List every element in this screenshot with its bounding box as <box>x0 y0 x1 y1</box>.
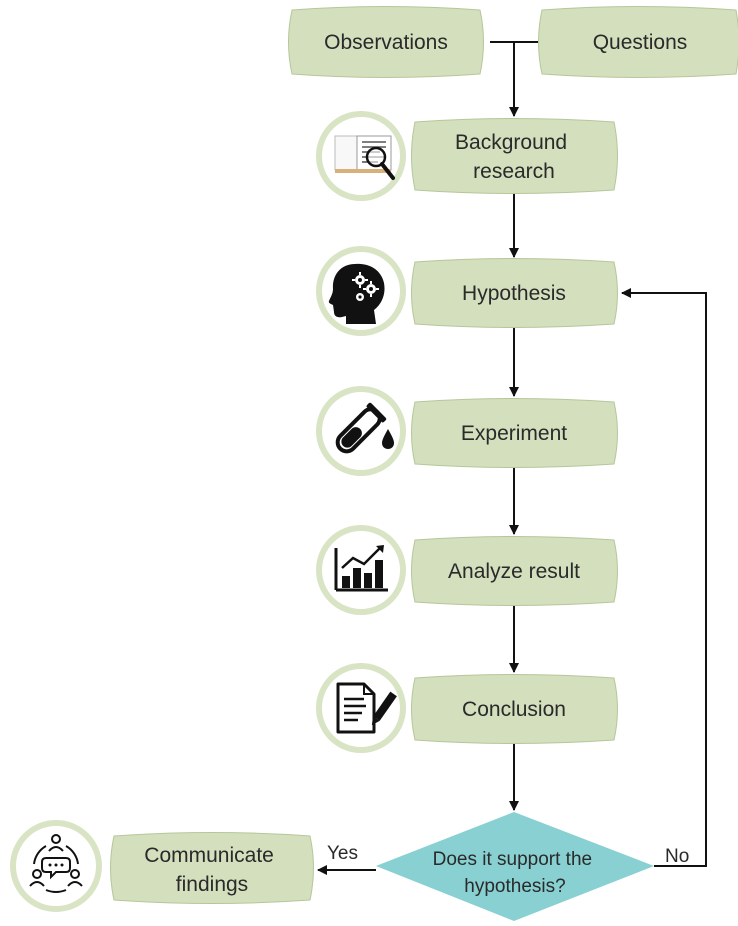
questions-label: Questions <box>593 31 688 54</box>
background-research-line1: Background <box>455 131 567 154</box>
observations-box-shape <box>288 6 484 78</box>
conclusion-box-shape <box>411 674 618 744</box>
yes-label: Yes <box>327 843 358 864</box>
background-research-label: Background research <box>455 131 573 183</box>
communicate-line2: findings <box>176 873 248 896</box>
decision-question-line1: Does it support the <box>433 849 592 870</box>
experiment-box: Experiment <box>411 398 618 468</box>
connectors <box>317 41 707 875</box>
decision-question-line2: hypothesis? <box>464 876 565 897</box>
hypothesis-box: Hypothesis <box>411 258 618 328</box>
conclusion-box: Conclusion <box>411 674 618 744</box>
decision-diamond: Does it support the hypothesis? <box>376 812 654 921</box>
decision-question: Does it support the hypothesis? <box>433 849 598 897</box>
people-discussion-icon <box>10 820 102 912</box>
communicate-label: Communicate findings <box>144 844 279 896</box>
magnifier-document-icon <box>316 111 406 201</box>
bar-chart-trend-icon <box>316 525 406 615</box>
document-pen-icon <box>316 663 406 753</box>
communicate-line1: Communicate <box>144 844 274 867</box>
analyze-label: Analyze result <box>448 560 580 583</box>
decision-diamond-shape <box>376 812 654 921</box>
head-gears-icon <box>316 246 406 336</box>
hypothesis-box-shape <box>411 258 618 328</box>
experiment-label: Experiment <box>461 422 567 445</box>
communicate-box-shape <box>110 832 314 904</box>
background-research-line2: research <box>473 160 555 183</box>
analyze-box: Analyze result <box>411 536 618 606</box>
background-research-box-shape <box>411 118 618 194</box>
arrow-no-loop <box>621 288 707 867</box>
hypothesis-label: Hypothesis <box>462 282 566 305</box>
communicate-box: Communicate findings <box>110 832 314 904</box>
observations-box: Observations <box>288 6 484 78</box>
background-research-box: Background research <box>411 118 618 194</box>
questions-box-shape <box>538 6 738 78</box>
analyze-box-shape <box>411 536 618 606</box>
experiment-box-shape <box>411 398 618 468</box>
observations-label: Observations <box>324 31 448 54</box>
questions-box: Questions <box>538 6 738 78</box>
conclusion-label: Conclusion <box>462 698 566 721</box>
test-tube-icon <box>316 386 406 476</box>
no-label: No <box>665 846 689 867</box>
